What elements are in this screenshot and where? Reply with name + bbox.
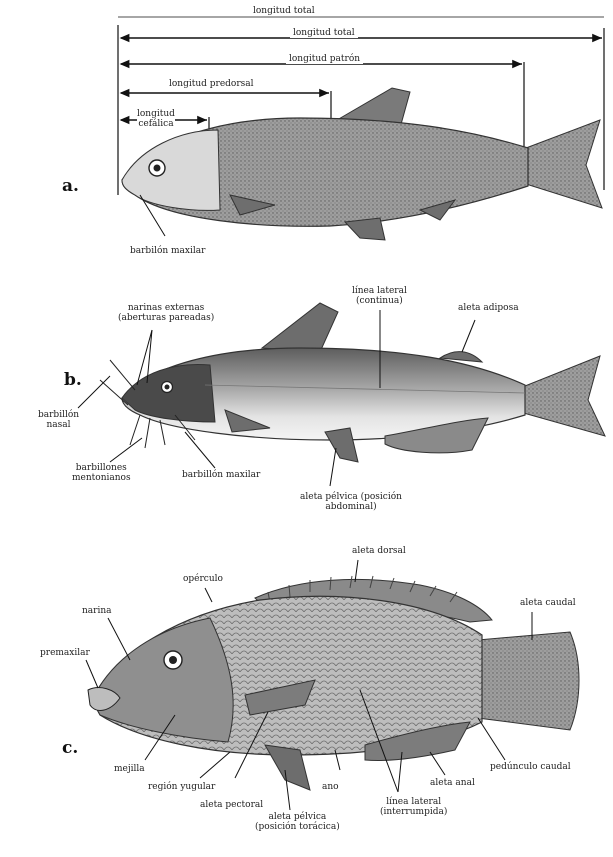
- label-c-jugular-region: región yugular: [148, 782, 215, 792]
- measure-standard-label: longitud patrón: [286, 54, 363, 64]
- panel-letter-b: b.: [64, 370, 82, 390]
- dorsal-fin-b: [262, 303, 338, 352]
- measure-total-top-label: longitud total: [250, 6, 318, 16]
- label-b-pelvic-fin: aleta pélvica (posición abdominal): [300, 492, 402, 512]
- tail-a: [526, 120, 602, 208]
- label-c-caudal-peduncle: pedúnculo caudal: [490, 762, 571, 772]
- label-c-pectoral-fin: aleta pectoral: [200, 800, 263, 810]
- label-c-cheek: mejilla: [114, 764, 145, 774]
- label-c-pelvic-fin: aleta pélvica (posición torácica): [255, 812, 340, 832]
- panel-letter-a: a.: [62, 176, 79, 196]
- label-b-mental-barbels: barbillones mentonianos: [72, 463, 131, 483]
- measure-predorsal-label: longitud predorsal: [166, 79, 257, 89]
- label-b-maxillary-barbel: barbillón maxilar: [182, 470, 260, 480]
- head-c: [92, 618, 233, 742]
- label-c-premaxilla: premaxilar: [40, 648, 90, 658]
- label-b-nasal-barbel: barbillón nasal: [38, 410, 79, 430]
- measure-total-label: longitud total: [290, 28, 358, 38]
- panel-letter-c: c.: [62, 738, 78, 758]
- label-c-anus: ano: [322, 782, 339, 792]
- measure-cephalic-label: longitud cefálica: [137, 109, 175, 129]
- label-a-maxillary-barbel: barbilón maxilar: [130, 246, 205, 256]
- label-c-lateral-line: línea lateral (interrumpida): [380, 797, 447, 817]
- fish-b-catfish: [78, 303, 605, 486]
- fish-c-cichlid: [86, 560, 579, 810]
- label-c-anal-fin: aleta anal: [430, 778, 475, 788]
- label-c-caudal-fin: aleta caudal: [520, 598, 576, 608]
- label-b-lateral-line: línea lateral (continua): [352, 286, 407, 306]
- tail-c: [478, 632, 579, 730]
- label-b-adipose-fin: aleta adiposa: [458, 303, 519, 313]
- fish-a-minnow: [122, 88, 602, 240]
- tail-b: [520, 356, 605, 436]
- head-a: [122, 130, 220, 210]
- label-c-operculum: opérculo: [183, 574, 223, 584]
- pelvic-fin-a: [345, 218, 385, 240]
- label-b-nares: narinas externas (aberturas pareadas): [118, 303, 214, 323]
- label-c-dorsal-fin: aleta dorsal: [352, 546, 406, 556]
- label-c-naris: narina: [82, 606, 112, 616]
